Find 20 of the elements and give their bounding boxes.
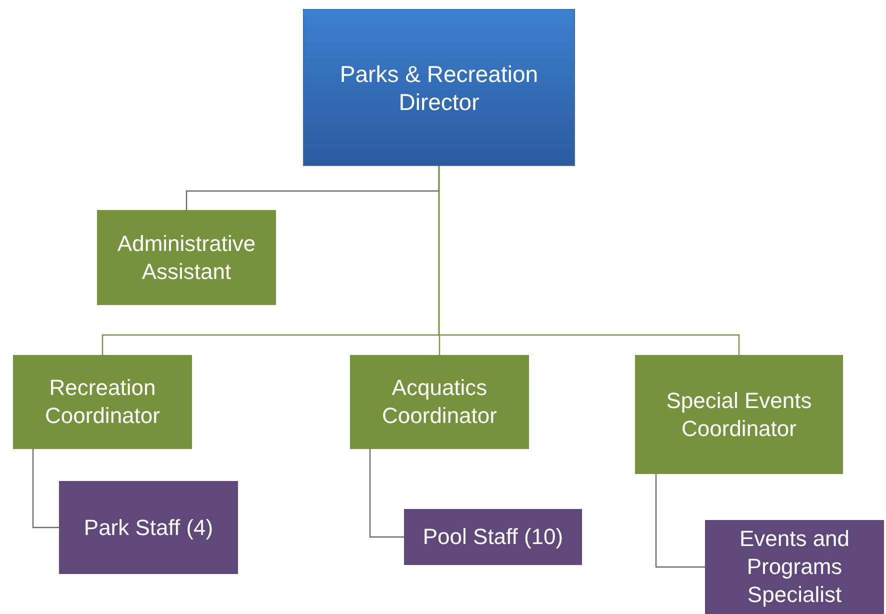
role-box (13, 355, 192, 449)
role-title: Acquatics Coordinator (381, 374, 498, 430)
role-title: Administrative Assistant (116, 230, 257, 286)
role-title: Parks & Recreation Director (338, 60, 540, 116)
role-title: Pool Staff (10) (422, 523, 564, 551)
role-box (635, 355, 843, 474)
staff-box (59, 481, 238, 574)
role-title: Events and Programs Specialist (738, 525, 851, 609)
role-box (350, 355, 529, 449)
staff-box (404, 509, 582, 565)
role-title: Special Events Coordinator (665, 386, 813, 442)
role-box (97, 210, 276, 305)
connector-line (32, 449, 59, 528)
connector-line (438, 166, 740, 355)
connector-line (655, 474, 705, 568)
role-title: Recreation Coordinator (44, 374, 161, 430)
staff-box (705, 520, 884, 614)
connector-line (369, 449, 404, 538)
director-box (303, 9, 575, 166)
role-title: Park Staff (4) (84, 514, 214, 542)
